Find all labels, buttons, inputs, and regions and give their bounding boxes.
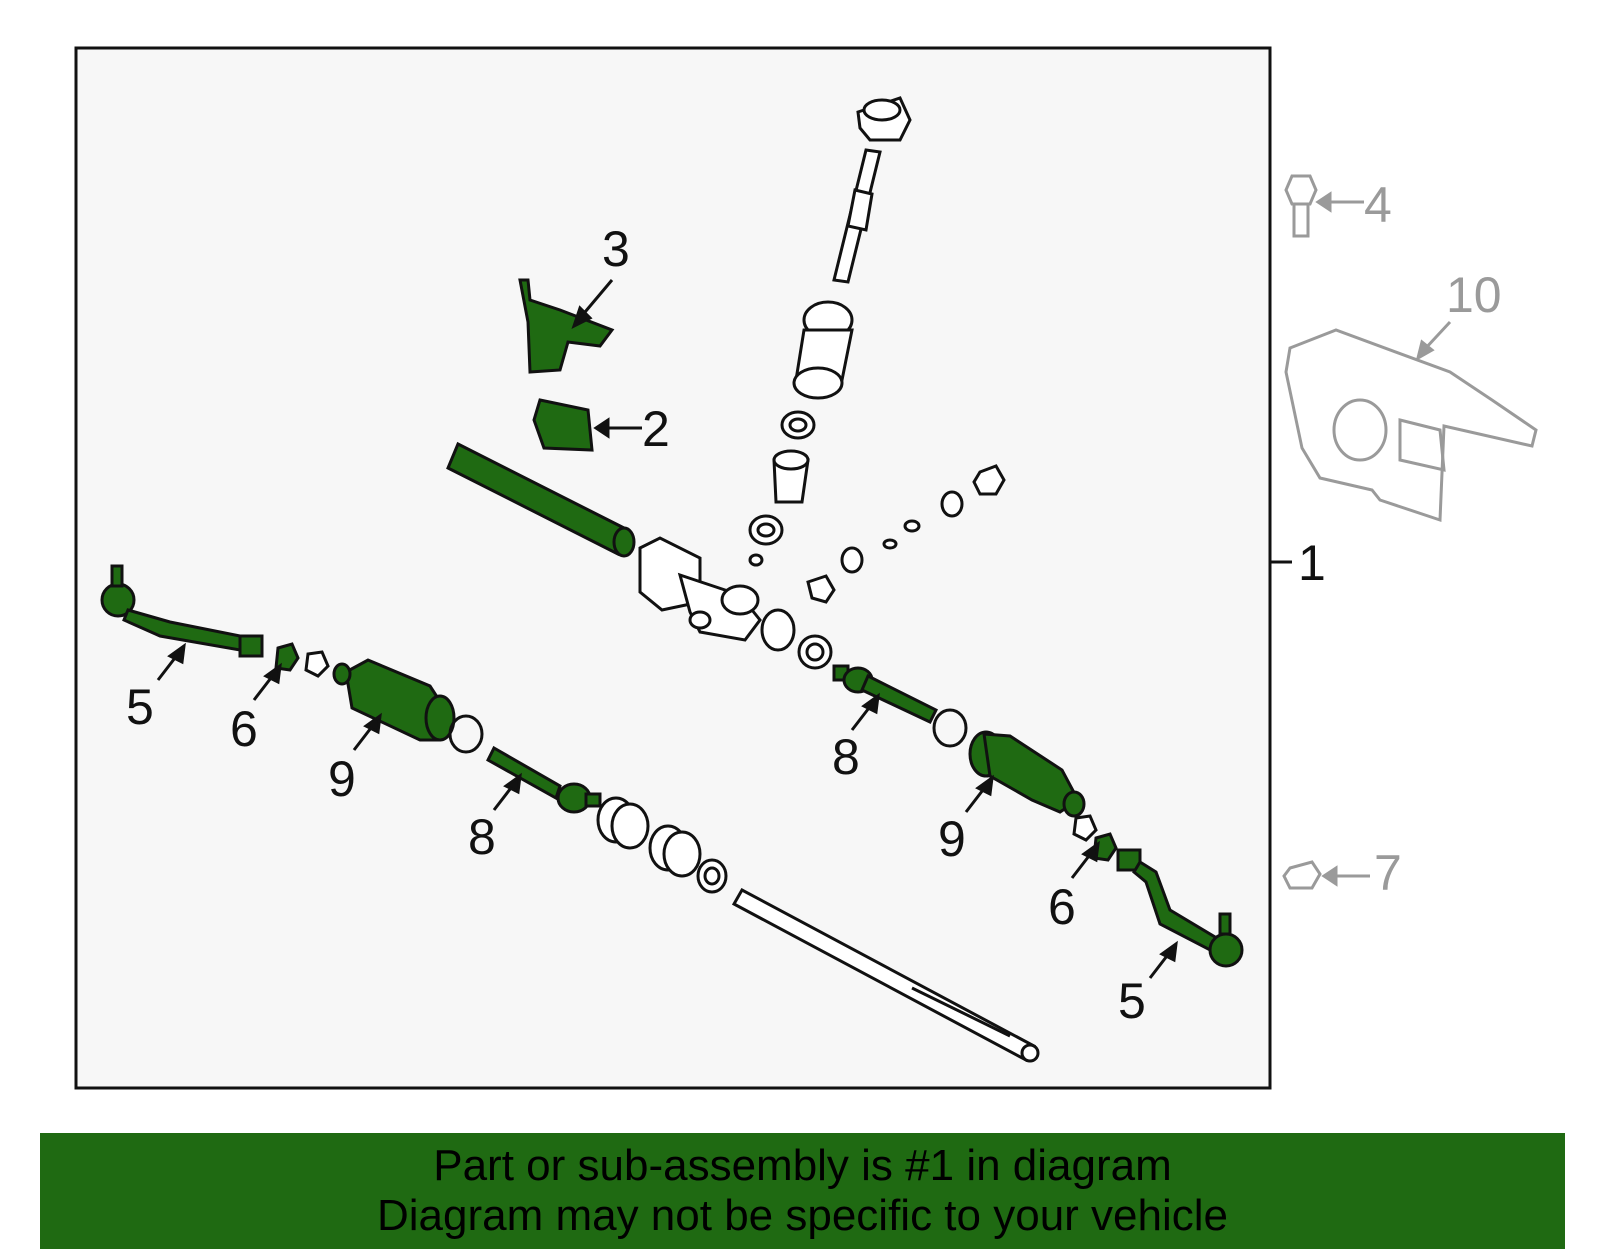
boot-left	[332, 658, 456, 742]
callout-8-left: 8	[468, 809, 496, 865]
banner-line-1: Part or sub-assembly is #1 in diagram	[433, 1141, 1172, 1190]
rack-bar	[731, 887, 1040, 1063]
info-banner: Part or sub-assembly is #1 in diagram Di…	[40, 1133, 1565, 1249]
callout-2: 2	[642, 401, 670, 457]
inner-tie-rod-left	[486, 745, 602, 814]
bolt-icon	[1284, 174, 1318, 238]
clip-right	[1072, 814, 1098, 842]
pinion-shaft	[832, 96, 912, 284]
rack-bushings	[596, 796, 728, 894]
yoke-small-parts	[797, 464, 1006, 670]
callout-10: 10	[1446, 267, 1502, 323]
tie-rod-end-right	[1116, 848, 1244, 968]
rack-housing	[638, 536, 796, 652]
callout-3: 3	[602, 221, 630, 277]
rack-tube-end	[612, 526, 636, 558]
bushing	[532, 398, 594, 452]
external-leader-lines	[1315, 191, 1452, 887]
heat-shield	[1284, 328, 1538, 523]
pinion-seals	[748, 300, 854, 567]
boot-clamp-right	[932, 708, 968, 748]
clip-left	[304, 650, 330, 678]
info-banner-bg	[40, 1133, 1565, 1249]
callout-9-right: 9	[938, 811, 966, 867]
callout-5-left: 5	[126, 679, 154, 735]
callout-8-right: 8	[832, 729, 860, 785]
callout-9-left: 9	[328, 751, 356, 807]
nut-icon	[1282, 860, 1322, 890]
tie-rod-end-left	[100, 564, 264, 658]
callout-6-left: 6	[230, 701, 258, 757]
boot-right	[968, 730, 1086, 818]
boot-clamp-left	[448, 714, 484, 754]
inner-tie-rod-right	[832, 664, 939, 724]
leader-lines	[156, 279, 1178, 979]
banner-line-2: Diagram may not be specific to your vehi…	[376, 1191, 1229, 1240]
callout-5-right: 5	[1118, 973, 1146, 1029]
callout-7: 7	[1374, 845, 1402, 901]
callout-1: 1	[1298, 535, 1326, 591]
callout-6-right: 6	[1048, 879, 1076, 935]
mount-bracket	[518, 278, 615, 374]
callout-4: 4	[1364, 177, 1392, 233]
